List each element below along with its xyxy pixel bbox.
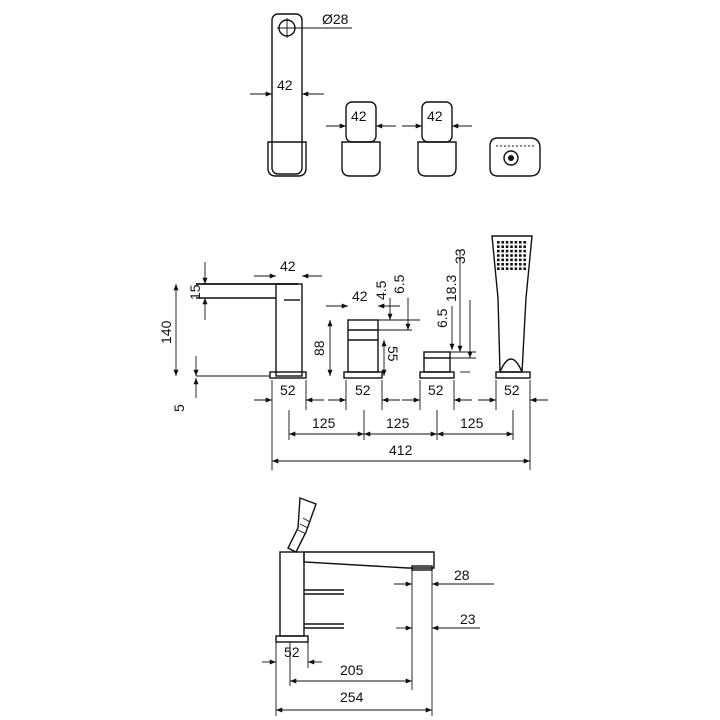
nozzle-dot (510, 254, 513, 257)
side-reach: 205 (340, 662, 364, 678)
nozzle-dot (510, 267, 513, 270)
top-width-label-2: 42 (351, 108, 367, 124)
front-handle-low: 55 (385, 346, 401, 362)
front-handshower (491, 235, 533, 379)
front-base-1: 52 (280, 382, 296, 398)
nozzle-dot (497, 245, 500, 248)
nozzle-dot (497, 258, 500, 262)
front-spacing-3: 125 (460, 415, 484, 431)
front-spacing-dims: 125 125 125 (288, 410, 514, 440)
nozzle-dot (497, 241, 500, 244)
front-deck: 5 (171, 404, 187, 412)
nozzle-dot (523, 254, 526, 257)
front-gap-c: 6.5 (434, 308, 450, 328)
nozzle-dot (505, 258, 509, 262)
front-spacing-2: 125 (386, 415, 410, 431)
side-handle-offset: 23 (460, 611, 476, 627)
nozzle-dot (523, 258, 526, 262)
nozzle-dot (501, 267, 504, 270)
nozzle-dot (505, 254, 509, 257)
front-base-2: 52 (355, 382, 371, 398)
nozzle-dot (514, 258, 518, 262)
nozzle-dot (519, 254, 522, 257)
front-gap-mid: 18.3 (443, 275, 459, 302)
nozzle-dot (519, 258, 522, 262)
front-base-3: 52 (428, 382, 444, 398)
nozzle-dot (501, 241, 504, 244)
nozzle-dot (523, 263, 526, 266)
nozzle-dot (514, 267, 518, 270)
front-spout-height: 140 (158, 320, 174, 344)
front-gap-b: 6.5 (391, 274, 407, 294)
nozzle-dot (519, 241, 522, 244)
front-overall: 412 (389, 442, 413, 458)
front-spout-lip: 15 (187, 284, 203, 300)
nozzle-dot (519, 263, 522, 266)
shower-nozzle-grid (497, 241, 526, 270)
top-diameter-label: Ø28 (322, 11, 349, 27)
front-spout (196, 283, 307, 379)
front-handle-height: 88 (311, 340, 327, 356)
nozzle-dot (510, 249, 513, 253)
nozzle-dot (501, 254, 504, 257)
side-handshower (287, 497, 317, 553)
nozzle-dot (497, 267, 500, 270)
front-spacing-1: 125 (312, 415, 336, 431)
top-width-label-3: 42 (427, 108, 443, 124)
side-overall-depth: 254 (340, 689, 364, 705)
front-base-4: 52 (504, 382, 520, 398)
front-gap-top: 33 (452, 248, 468, 264)
front-view: 42 15 140 5 42 88 55 4.5 6.5 (158, 235, 548, 470)
nozzle-dot (523, 249, 526, 253)
nozzle-dot (514, 245, 518, 248)
nozzle-dot (497, 263, 500, 266)
front-handle-width: 42 (352, 288, 368, 304)
nozzle-dot (497, 254, 500, 257)
side-view: 28 23 52 205 254 (262, 497, 494, 716)
top-spout (267, 13, 307, 177)
top-handle-2 (417, 101, 457, 177)
nozzle-dot (510, 241, 513, 244)
nozzle-dot (523, 267, 526, 270)
front-handle-1 (343, 319, 383, 379)
nozzle-dot (505, 267, 509, 270)
nozzle-dot (501, 245, 504, 248)
nozzle-dot (519, 249, 522, 253)
nozzle-dot (514, 241, 518, 244)
nozzle-dot (497, 249, 500, 253)
nozzle-dot (519, 267, 522, 270)
front-base-dims: 52 52 52 52 (254, 380, 548, 470)
nozzle-dot (505, 263, 509, 266)
nozzle-dot (514, 254, 518, 257)
nozzle-dot (501, 249, 504, 253)
front-gap-a: 4.5 (373, 280, 389, 300)
nozzle-dot (523, 245, 526, 248)
front-spout-width: 42 (280, 258, 296, 274)
nozzle-dot (519, 245, 522, 248)
nozzle-dot (523, 241, 526, 244)
front-handle-2 (419, 351, 455, 379)
side-base: 52 (284, 644, 300, 660)
nozzle-dot (514, 249, 518, 253)
nozzle-dot (510, 258, 513, 262)
side-body (275, 551, 435, 643)
nozzle-dot (505, 245, 509, 248)
nozzle-dot (505, 241, 509, 244)
nozzle-dot (510, 263, 513, 266)
side-outlet: 28 (454, 567, 470, 583)
top-diverter (489, 137, 541, 177)
top-handle-1 (341, 101, 381, 177)
top-width-label-1: 42 (277, 77, 293, 93)
nozzle-dot (501, 263, 504, 266)
nozzle-dot (505, 249, 509, 253)
nozzle-dot (501, 258, 504, 262)
top-view: Ø28 42 42 42 (250, 11, 541, 177)
nozzle-dot (514, 263, 518, 266)
nozzle-dot (510, 245, 513, 248)
